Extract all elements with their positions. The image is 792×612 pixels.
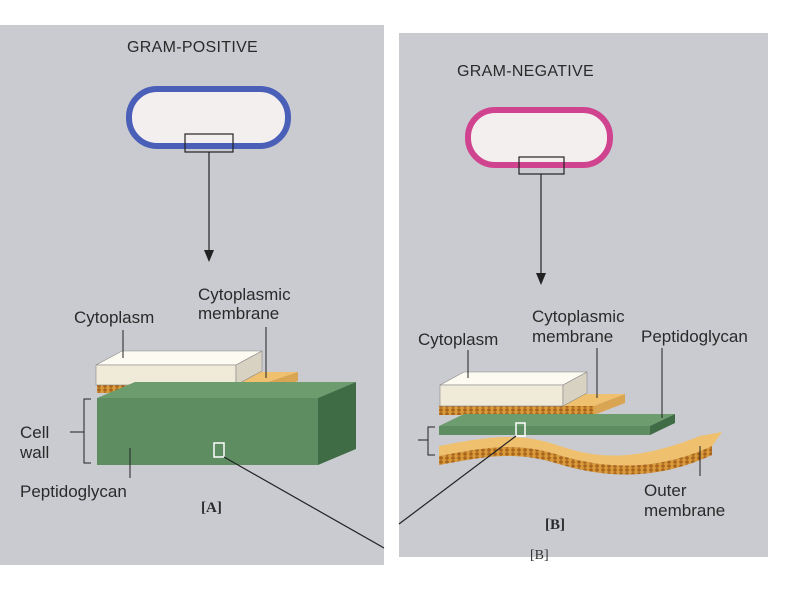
zoom-line (224, 457, 384, 548)
peptidoglycan-front (439, 426, 650, 435)
caption-below: [B] (530, 548, 549, 564)
peptidoglycan-label: Peptidoglycan (20, 482, 127, 501)
cell-wall-label-1: Cell (20, 423, 49, 442)
cytoplasm-label: Cytoplasm (74, 308, 154, 327)
panel-b-tag: [B] (545, 516, 565, 535)
gram-positive-title: GRAM-POSITIVE (127, 38, 258, 57)
cytoplasmic-membrane-label-1: Cytoplasmic (198, 285, 291, 304)
peptidoglycan-label: Peptidoglycan (641, 327, 748, 346)
cytoplasm-label: Cytoplasm (418, 330, 498, 349)
peptidoglycan-top (439, 414, 675, 426)
gram-positive-cell-outline (129, 89, 288, 146)
cytoplasm-top (96, 351, 262, 365)
outer-membrane-label-1: Outer (644, 481, 687, 500)
peptidoglycan-top (97, 382, 356, 398)
arrow-head (204, 250, 214, 262)
gram-negative-title: GRAM-NEGATIVE (457, 62, 594, 81)
cell-wall-label-2: wall (20, 443, 49, 462)
cytoplasm-top (440, 372, 587, 385)
cytoplasmic-membrane-label-2: membrane (532, 327, 613, 346)
arrow-head (536, 273, 546, 285)
outer-membrane-label-2: membrane (644, 501, 725, 520)
cell-wall-bracket (418, 427, 435, 455)
cytoplasmic-membrane-label-2: membrane (198, 304, 279, 323)
panel-a-tag: [A] (201, 499, 222, 518)
cell-wall-bracket (70, 399, 91, 463)
membrane-front (439, 406, 594, 415)
cytoplasmic-membrane-label-1: Cytoplasmic (532, 307, 625, 326)
cytoplasm-front (440, 385, 563, 406)
